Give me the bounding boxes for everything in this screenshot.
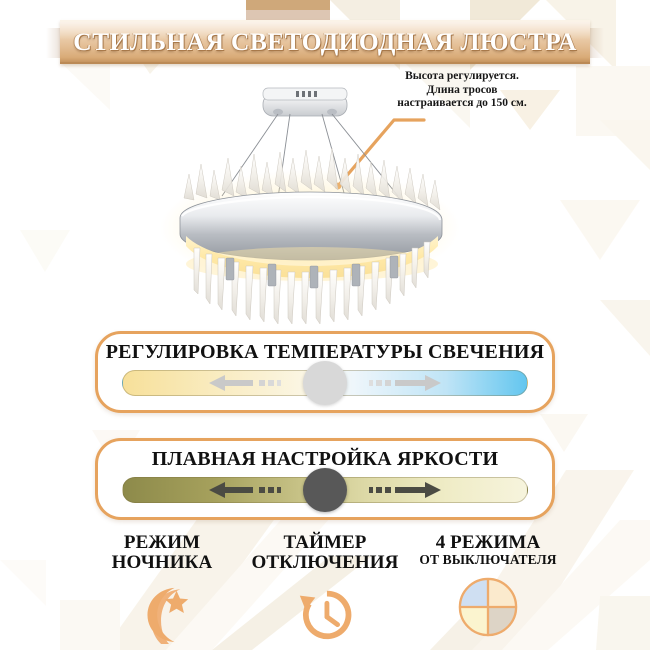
shutdown-timer-label: ТАЙМЕР ОТКЛЮЧЕНИЯ	[237, 533, 413, 573]
height-adjust-callout: Высота регулируется. Длина тросов настра…	[372, 70, 552, 111]
temp-arrow-right-icon	[369, 375, 441, 391]
brightness-title: ПЛАВНАЯ НАСТРОЙКА ЯРКОСТИ	[151, 448, 499, 470]
brightness-knob[interactable]	[303, 468, 347, 512]
upper-crystal-shards	[183, 147, 441, 211]
four-modes-line-2: ОТ ВЫКЛЮЧАТЕЛЯ	[419, 551, 557, 567]
header-bar	[60, 20, 590, 64]
color-temperature-title: РЕГУЛИРОВКА ТЕМПЕРАТУРЫ СВЕЧЕНИЯ	[105, 341, 545, 363]
page-title: СТИЛЬНАЯ СВЕТОДИОДНАЯ ЛЮСТРА	[73, 27, 577, 56]
callout-line-3: настраивается до 150 см.	[397, 97, 527, 110]
brightness-slider[interactable]	[122, 468, 528, 512]
ceiling-mount-plate	[262, 87, 348, 117]
moon-star-icon	[147, 587, 189, 650]
feature-four-modes: 4 РЕЖИМА ОТ ВЫКЛЮЧАТЕЛЯ	[400, 533, 576, 643]
callout-line-1: Высота регулируется.	[405, 70, 519, 82]
night-mode-line-2: НОЧНИКА	[111, 551, 213, 573]
callout-line-2: Длина тросов	[426, 83, 498, 96]
feature-night-mode: РЕЖИМ НОЧНИКА	[74, 533, 250, 650]
color-temperature-knob[interactable]	[303, 361, 347, 405]
chrome-band	[179, 191, 443, 261]
four-quadrant-circle-icon	[458, 577, 518, 637]
shutdown-timer-line-1: ТАЙМЕР	[283, 532, 367, 553]
brightness-arrow-right-icon	[369, 482, 441, 498]
chandelier-image	[160, 87, 460, 325]
color-temperature-panel: РЕГУЛИРОВКА ТЕМПЕРАТУРЫ СВЕЧЕНИЯ	[95, 331, 555, 413]
color-temperature-slider[interactable]	[122, 361, 528, 405]
clock-timer-icon	[299, 590, 352, 639]
feature-list: РЕЖИМ НОЧНИКА ТАЙМЕР ОТКЛЮЧЕНИЯ	[60, 533, 590, 650]
header: СТИЛЬНАЯ СВЕТОДИОДНАЯ ЛЮСТРА	[46, 20, 604, 64]
temp-arrow-left-icon	[209, 375, 281, 391]
brightness-arrow-left-icon	[209, 482, 281, 498]
four-modes-line-1: 4 РЕЖИМА	[435, 532, 541, 553]
lower-crystal-drops	[193, 241, 431, 325]
night-mode-line-1: РЕЖИМ	[123, 532, 201, 553]
feature-shutdown-timer: ТАЙМЕР ОТКЛЮЧЕНИЯ	[237, 533, 413, 649]
brightness-panel: ПЛАВНАЯ НАСТРОЙКА ЯРКОСТИ	[95, 438, 555, 520]
four-modes-label: 4 РЕЖИМА ОТ ВЫКЛЮЧАТЕЛЯ	[400, 533, 576, 567]
night-mode-label: РЕЖИМ НОЧНИКА	[74, 533, 250, 573]
shutdown-timer-line-2: ОТКЛЮЧЕНИЯ	[251, 551, 399, 573]
